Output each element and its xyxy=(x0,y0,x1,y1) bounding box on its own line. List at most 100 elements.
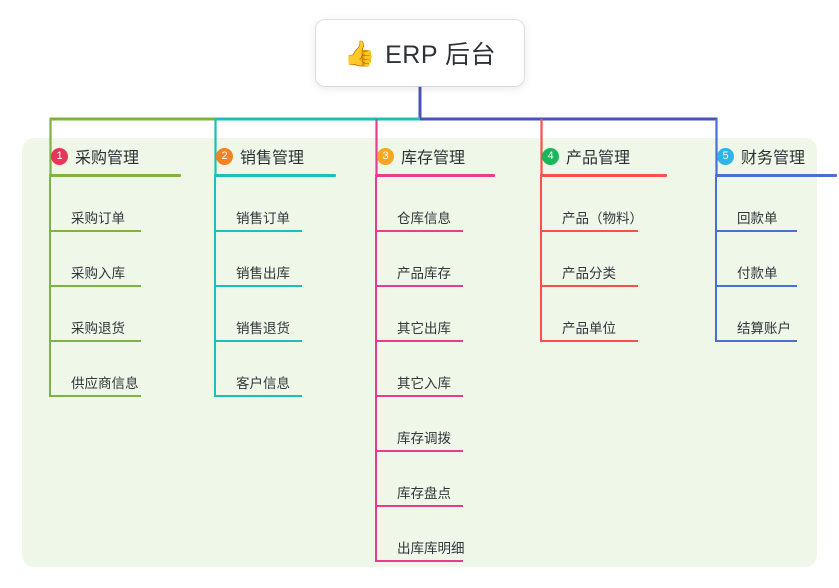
leaf-list-5: 回款单付款单结算账户 xyxy=(715,177,837,342)
leaf-item-label: 采购入库 xyxy=(71,266,125,281)
column-header-5[interactable]: 5 财务管理 xyxy=(702,138,837,174)
leaf-item[interactable]: 其它入库 xyxy=(375,342,495,397)
leaf-item[interactable]: 付款单 xyxy=(715,232,837,287)
leaf-underline xyxy=(375,340,463,342)
column-title-4: 产品管理 xyxy=(566,150,631,167)
column-3: 3 库存管理仓库信息产品库存其它出库其它入库库存调拨库存盘点出库库明细 xyxy=(362,138,495,562)
leaf-item[interactable]: 产品库存 xyxy=(375,232,495,287)
leaf-item[interactable]: 产品单位 xyxy=(540,287,667,342)
leaf-underline xyxy=(214,340,302,342)
root-node-title: ERP 后台 xyxy=(385,41,497,69)
leaf-item-label: 结算账户 xyxy=(737,321,791,336)
diagram-panel-background xyxy=(22,138,817,567)
leaf-list-2: 销售订单销售出库销售退货客户信息 xyxy=(214,177,336,397)
leaf-underline xyxy=(214,230,302,232)
leaf-list-1: 采购订单采购入库采购退货供应商信息 xyxy=(49,177,181,397)
leaf-item-label: 销售出库 xyxy=(236,266,290,281)
column-badge-2: 2 xyxy=(216,147,233,165)
leaf-item[interactable]: 销售出库 xyxy=(214,232,336,287)
leaf-underline xyxy=(375,505,463,507)
leaf-underline xyxy=(375,395,463,397)
leaf-item-label: 客户信息 xyxy=(236,376,290,391)
column-header-4[interactable]: 4 产品管理 xyxy=(527,138,667,174)
leaf-item[interactable]: 结算账户 xyxy=(715,287,837,342)
leaf-item-label: 产品分类 xyxy=(562,266,616,281)
leaf-underline xyxy=(715,230,797,232)
leaf-item[interactable]: 仓库信息 xyxy=(375,177,495,232)
leaf-item[interactable]: 销售退货 xyxy=(214,287,336,342)
leaf-spine-1 xyxy=(49,177,51,397)
leaf-item[interactable]: 销售订单 xyxy=(214,177,336,232)
column-header-2[interactable]: 2 销售管理 xyxy=(201,138,336,174)
leaf-list-3: 仓库信息产品库存其它出库其它入库库存调拨库存盘点出库库明细 xyxy=(375,177,495,562)
leaf-item-label: 采购订单 xyxy=(71,211,125,226)
leaf-item[interactable]: 产品分类 xyxy=(540,232,667,287)
leaf-item[interactable]: 采购退货 xyxy=(49,287,181,342)
leaf-item[interactable]: 出库库明细 xyxy=(375,507,495,562)
leaf-item-label: 其它入库 xyxy=(397,376,451,391)
leaf-item-label: 出库库明细 xyxy=(397,541,465,556)
column-badge-5: 5 xyxy=(717,147,734,165)
leaf-item-label: 付款单 xyxy=(737,266,778,281)
leaf-item-label: 产品库存 xyxy=(397,266,451,281)
leaf-item-label: 采购退货 xyxy=(71,321,125,336)
column-rule-1 xyxy=(49,174,181,177)
column-1: 1 采购管理采购订单采购入库采购退货供应商信息 xyxy=(36,138,181,397)
column-title-1: 采购管理 xyxy=(75,150,140,167)
leaf-underline xyxy=(49,395,141,397)
column-4: 4 产品管理产品（物料） 产品分类产品单位 xyxy=(527,138,667,342)
leaf-spine-2 xyxy=(214,177,216,397)
leaf-underline xyxy=(49,230,141,232)
leaf-item[interactable]: 产品（物料） xyxy=(540,177,667,232)
root-node-card[interactable]: 👍 ERP 后台 xyxy=(316,20,524,86)
leaf-item[interactable]: 库存调拨 xyxy=(375,397,495,452)
leaf-item[interactable]: 采购入库 xyxy=(49,232,181,287)
leaf-item-label: 库存盘点 xyxy=(397,486,451,501)
column-badge-3: 3 xyxy=(377,147,394,165)
leaf-underline xyxy=(214,395,302,397)
leaf-underline xyxy=(715,285,797,287)
leaf-underline xyxy=(375,230,463,232)
column-badge-4: 4 xyxy=(542,147,559,165)
leaf-spine-3 xyxy=(375,177,377,562)
thumbs-up-emoji: 👍 xyxy=(343,38,376,68)
leaf-item[interactable]: 库存盘点 xyxy=(375,452,495,507)
column-5: 5 财务管理回款单付款单结算账户 xyxy=(702,138,837,342)
column-header-1[interactable]: 1 采购管理 xyxy=(36,138,181,174)
leaf-underline xyxy=(540,230,638,232)
leaf-item[interactable]: 其它出库 xyxy=(375,287,495,342)
leaf-item-label: 供应商信息 xyxy=(71,376,139,391)
leaf-item-label: 回款单 xyxy=(737,211,778,226)
column-title-3: 库存管理 xyxy=(401,150,466,167)
leaf-item[interactable]: 回款单 xyxy=(715,177,837,232)
leaf-item-label: 销售退货 xyxy=(236,321,290,336)
leaf-list-4: 产品（物料） 产品分类产品单位 xyxy=(540,177,667,342)
leaf-item-label: 销售订单 xyxy=(236,211,290,226)
leaf-underline xyxy=(214,285,302,287)
column-rule-4 xyxy=(540,174,667,177)
leaf-underline xyxy=(375,285,463,287)
column-title-5: 财务管理 xyxy=(741,150,806,167)
column-2: 2 销售管理销售订单销售出库销售退货客户信息 xyxy=(201,138,336,397)
leaf-item-label: 仓库信息 xyxy=(397,211,451,226)
column-title-2: 销售管理 xyxy=(240,150,305,167)
leaf-underline xyxy=(540,340,638,342)
leaf-spine-5 xyxy=(715,177,717,342)
column-header-3[interactable]: 3 库存管理 xyxy=(362,138,495,174)
leaf-item[interactable]: 供应商信息 xyxy=(49,342,181,397)
leaf-item-label: 产品（物料） xyxy=(562,211,643,226)
leaf-underline xyxy=(49,285,141,287)
leaf-spine-4 xyxy=(540,177,542,342)
leaf-underline xyxy=(375,560,463,562)
leaf-underline xyxy=(49,340,141,342)
column-badge-1: 1 xyxy=(51,147,68,165)
column-rule-5 xyxy=(715,174,837,177)
leaf-item[interactable]: 客户信息 xyxy=(214,342,336,397)
column-rule-3 xyxy=(375,174,495,177)
leaf-underline xyxy=(540,285,638,287)
leaf-item[interactable]: 采购订单 xyxy=(49,177,181,232)
column-container: 1 采购管理采购订单采购入库采购退货供应商信息 2 销售管理销售订单销售出库销售退货客… xyxy=(22,138,837,567)
leaf-underline xyxy=(715,340,797,342)
column-rule-2 xyxy=(214,174,336,177)
